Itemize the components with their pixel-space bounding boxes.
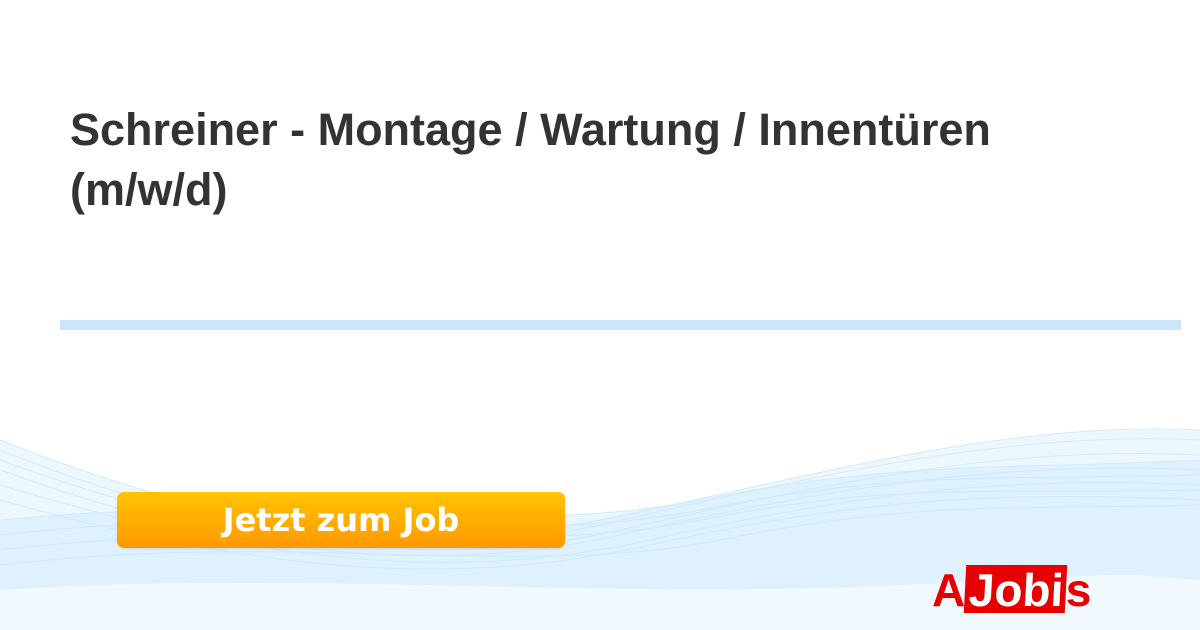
decorative-waves bbox=[0, 428, 1200, 630]
job-title: Schreiner - Montage / Wartung / Innentür… bbox=[70, 104, 991, 215]
apply-job-button[interactable]: Jetzt zum Job bbox=[117, 492, 565, 548]
logo-box-text: Jobi bbox=[963, 564, 1068, 616]
logo-letter-s: s bbox=[1065, 564, 1092, 616]
ajobis-logo[interactable]: A Jobi s bbox=[932, 563, 1092, 616]
divider bbox=[60, 320, 1181, 330]
logo-letter-a: A bbox=[932, 564, 966, 616]
